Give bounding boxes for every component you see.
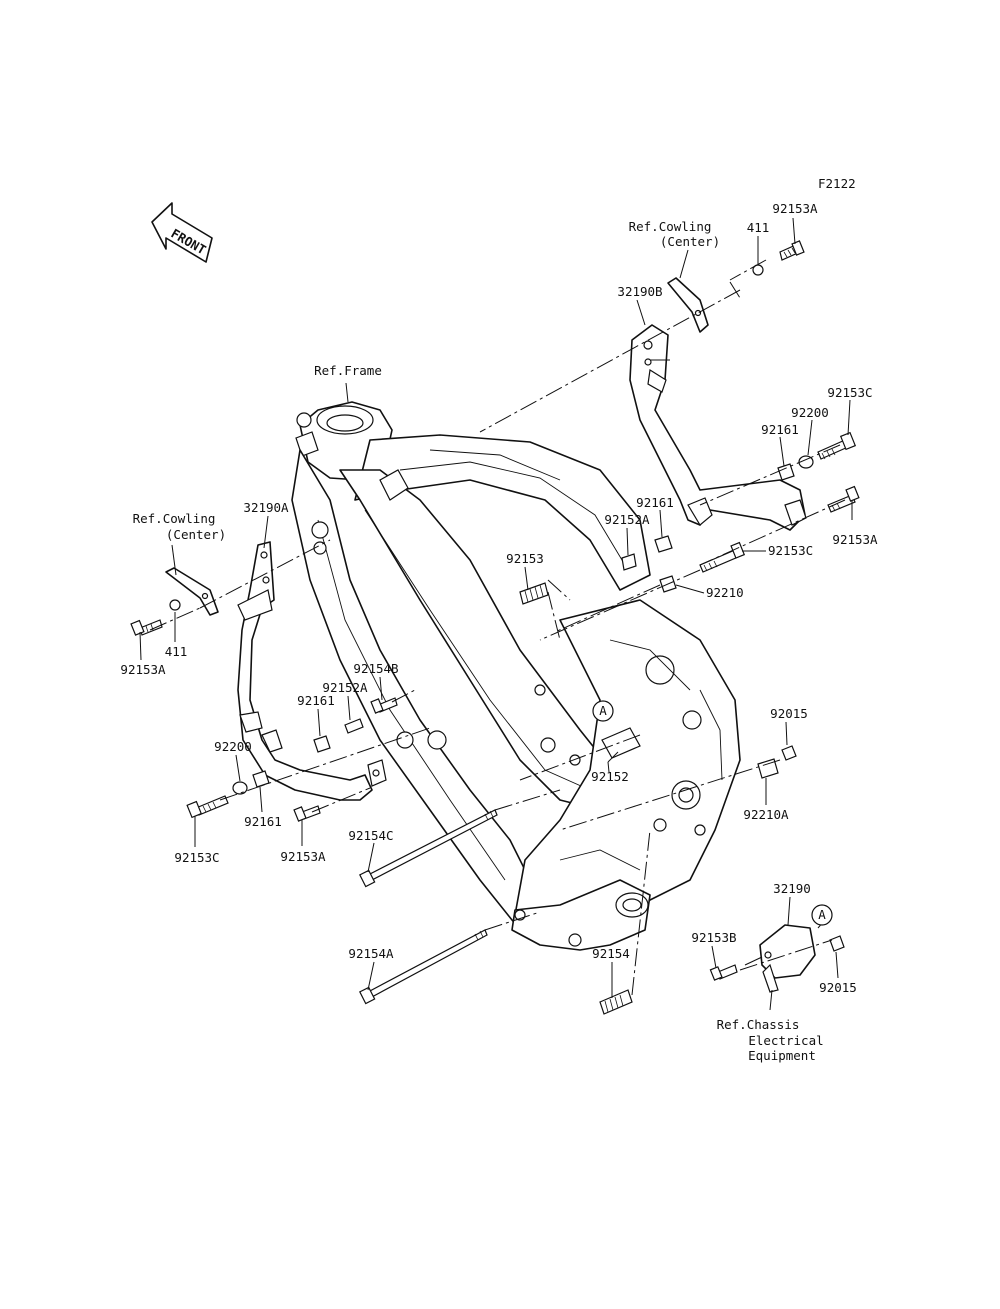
reference-marker-a-bracket: A bbox=[811, 904, 833, 926]
part-label-92153A-left-lower: 92153A bbox=[280, 849, 326, 864]
bolt-92153A-left bbox=[130, 619, 163, 636]
through-bolt-92154A bbox=[359, 929, 488, 1005]
part-label-411-top: 411 bbox=[747, 220, 770, 235]
part-label-411-left: 411 bbox=[165, 644, 188, 659]
bracket-32190 bbox=[744, 924, 816, 993]
part-label-92152: 92152 bbox=[591, 769, 629, 784]
part-label-92154A: 92154A bbox=[348, 946, 394, 961]
part-label-32190: 32190 bbox=[773, 881, 811, 896]
ref-frame-label: Ref.Frame bbox=[314, 363, 382, 378]
part-label-92161-right-1: 92161 bbox=[761, 422, 799, 437]
engine-bracket-32190B bbox=[629, 324, 807, 531]
ref-chassis-label-1: Ref.Chassis bbox=[717, 1017, 800, 1032]
part-label-92152A-left: 92152A bbox=[322, 680, 368, 695]
collar-92161-left-1 bbox=[313, 735, 331, 753]
part-label-92154B: 92154B bbox=[353, 661, 398, 676]
part-label-92210A: 92210A bbox=[743, 807, 789, 822]
part-label-92153C-right: 92153C bbox=[827, 385, 872, 400]
collar-92152 bbox=[601, 727, 641, 759]
part-label-92200-right: 92200 bbox=[791, 405, 829, 420]
bolt-92153C-right-upper bbox=[817, 431, 857, 460]
part-label-92154C: 92154C bbox=[348, 828, 393, 843]
bolt-92153A-top-right bbox=[779, 240, 805, 261]
stud-92153 bbox=[519, 582, 549, 605]
reference-marker-a-frame: A bbox=[592, 700, 614, 722]
front-direction-arrow-icon: FRONT bbox=[151, 202, 213, 263]
washer-92200-right bbox=[798, 455, 814, 469]
ref-cowling-left-label-1: Ref.Cowling bbox=[133, 511, 216, 526]
nut-92210A bbox=[757, 758, 779, 779]
svg-text:A: A bbox=[599, 703, 607, 718]
bolt-92153A-right bbox=[827, 485, 860, 513]
washer-411-left bbox=[169, 599, 181, 611]
part-label-92200-left: 92200 bbox=[214, 739, 252, 754]
ref-cowling-right-label-2: (Center) bbox=[660, 234, 720, 249]
part-label-92153A-left: 92153A bbox=[120, 662, 166, 677]
bolt-92153B bbox=[709, 964, 738, 981]
svg-text:A: A bbox=[818, 907, 826, 922]
part-label-92015-bottom: 92015 bbox=[819, 980, 857, 995]
collar-92152A-right bbox=[621, 553, 637, 571]
bolt-92153C-left bbox=[186, 795, 229, 819]
cowling-stay-right bbox=[667, 277, 709, 333]
part-label-92015-right: 92015 bbox=[770, 706, 808, 721]
engine-bracket-32190A bbox=[237, 541, 387, 801]
nut-92015-bottom bbox=[829, 935, 845, 952]
part-label-92154: 92154 bbox=[592, 946, 630, 961]
nut-92015-right bbox=[781, 745, 797, 761]
part-label-92161-left-1: 92161 bbox=[297, 693, 335, 708]
part-label-92153C-right-lower: 92153C bbox=[768, 543, 813, 558]
bolt-92153A-left-lower bbox=[293, 805, 321, 822]
part-label-92161-left-2: 92161 bbox=[244, 814, 282, 829]
part-label-92153C-left: 92153C bbox=[174, 850, 219, 865]
collar-92152A-left bbox=[344, 718, 364, 734]
through-bolt-92154C bbox=[359, 809, 498, 888]
cowling-stay-left bbox=[165, 567, 219, 616]
stud-92154 bbox=[599, 989, 633, 1015]
assembly-lines bbox=[149, 259, 846, 996]
ref-chassis-label-3: Equipment bbox=[748, 1048, 816, 1063]
frame-assembly bbox=[291, 401, 741, 951]
part-label-32190A: 32190A bbox=[243, 500, 289, 515]
part-label-92161-right-2: 92161 bbox=[636, 495, 674, 510]
part-label-32190B: 32190B bbox=[617, 284, 662, 299]
part-label-92153A-right: 92153A bbox=[832, 532, 878, 547]
part-label-92153B: 92153B bbox=[691, 930, 736, 945]
collar-92161-right-1 bbox=[777, 463, 795, 481]
bolt-92153C-right-lower bbox=[699, 541, 746, 573]
ref-chassis-label-2: Electrical bbox=[748, 1033, 823, 1048]
collar-92161-right-2 bbox=[654, 535, 673, 553]
part-label-92152A-right: 92152A bbox=[604, 512, 650, 527]
part-label-92153: 92153 bbox=[506, 551, 544, 566]
figure-code: F2122 bbox=[818, 176, 856, 191]
part-label-92210: 92210 bbox=[706, 585, 744, 600]
washer-92200-left bbox=[232, 781, 248, 795]
ref-cowling-right-label-1: Ref.Cowling bbox=[629, 219, 712, 234]
part-label-92153A-top-right: 92153A bbox=[772, 201, 818, 216]
leader-lines bbox=[139, 217, 853, 1011]
ref-cowling-left-label-2: (Center) bbox=[166, 527, 226, 542]
